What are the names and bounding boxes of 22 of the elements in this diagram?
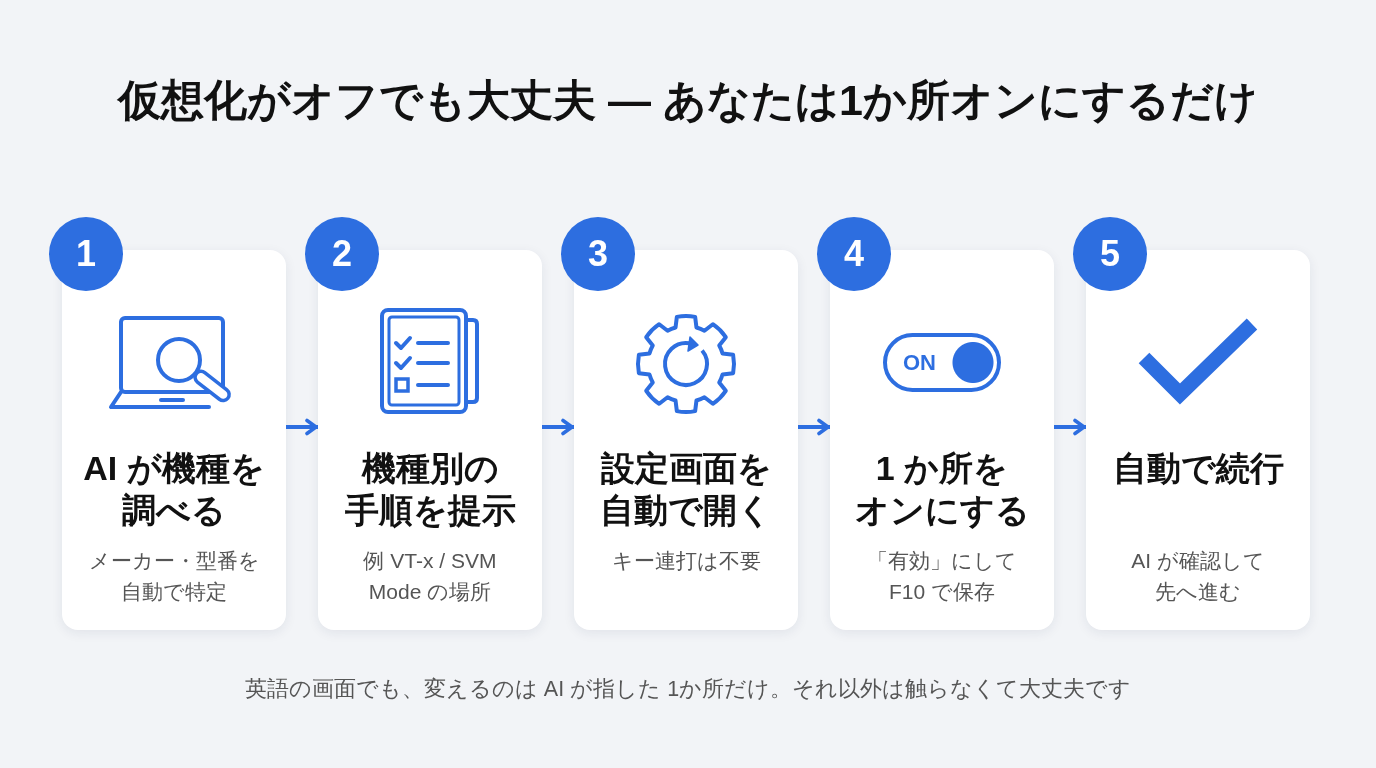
step-title: 1 か所をオンにする (854, 448, 1030, 531)
step-number-circle: 4 (817, 217, 891, 291)
step-number-circle: 5 (1073, 217, 1147, 291)
step-number-circle: 1 (49, 217, 123, 291)
step-title: 設定画面を自動で開く (600, 448, 772, 531)
step-title: AI が機種を調べる (83, 448, 265, 531)
arrow (798, 418, 830, 436)
arrow (286, 418, 318, 436)
caption: 英語の画面でも、変えるのは AI が指した 1か所だけ。それ以外は触らなくて大丈夫です (244, 676, 1132, 703)
step-description: メーカー・型番を自動で特定 (88, 548, 260, 605)
step-number-circle: 2 (305, 217, 379, 291)
step-title: 自動で続行 (1112, 448, 1284, 489)
step-description: 例 VT-x / SVM Mode の場所 (363, 548, 497, 605)
arrow (1054, 418, 1086, 436)
step-description: 「有効」にしてF10 で保存 (867, 548, 1017, 605)
title: 仮想化がオフでも大丈夫 — あなたは1か所オンにするだけ (118, 75, 1258, 126)
step-description: AI が確認して先へ進む (1131, 548, 1265, 605)
toggle-switch: ON (883, 333, 1001, 392)
step-number-circle: 3 (561, 217, 635, 291)
step-title: 機種別の手順を提示 (344, 448, 516, 531)
arrow (542, 418, 574, 436)
step-description: キー連打は不要 (611, 548, 761, 574)
